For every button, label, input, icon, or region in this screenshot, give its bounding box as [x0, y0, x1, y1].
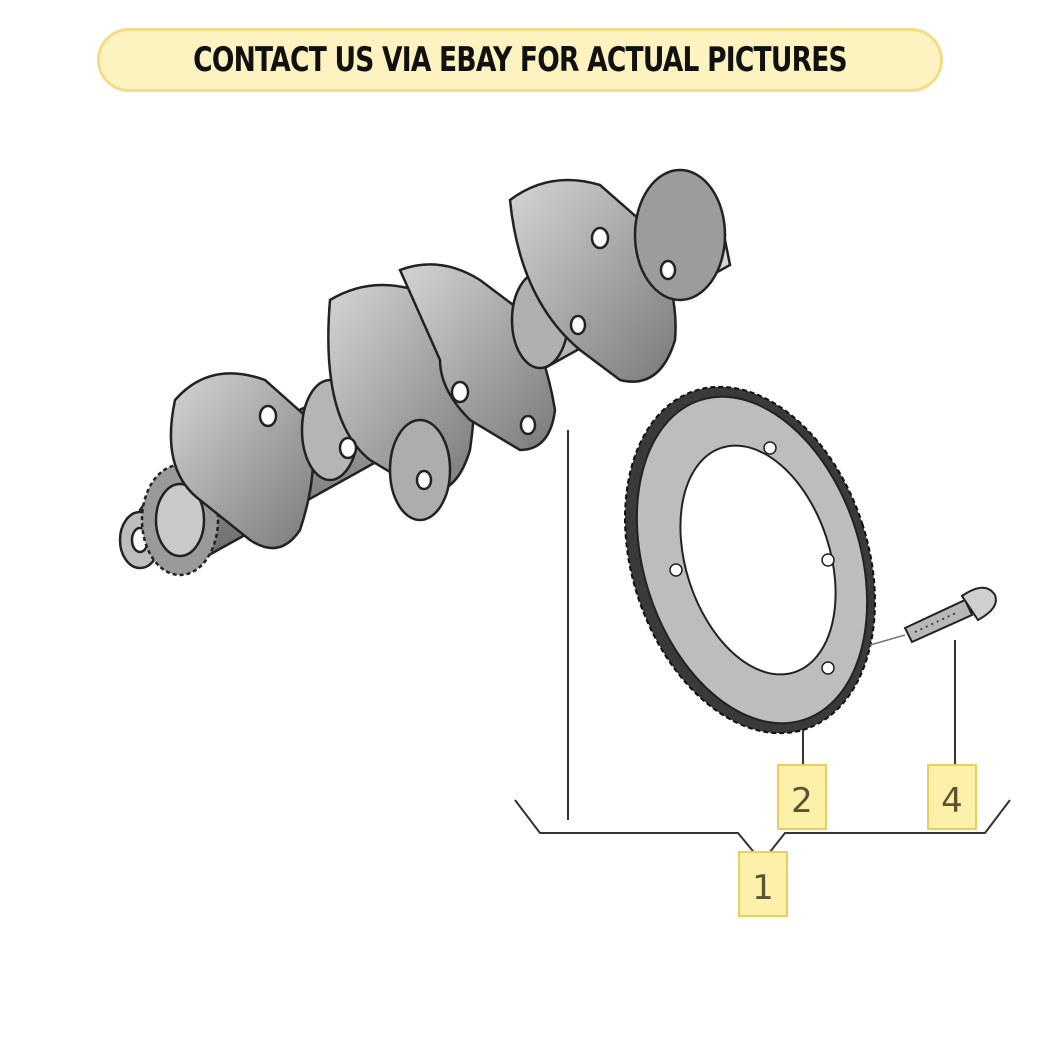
callout-2: 2	[777, 764, 827, 830]
bolt-icon	[869, 586, 997, 646]
ring-gear-icon	[624, 385, 876, 735]
banner-text: CONTACT US VIA EBAY FOR ACTUAL PICTURES	[193, 40, 847, 80]
svg-text:4: 4	[941, 781, 963, 821]
svg-text:1: 1	[752, 868, 774, 908]
svg-text:2: 2	[791, 781, 813, 821]
crankshaft-icon	[118, 168, 732, 577]
callout-1: 1	[738, 851, 788, 917]
contact-banner: CONTACT US VIA EBAY FOR ACTUAL PICTURES	[97, 28, 943, 92]
leader-lines	[514, 430, 1011, 863]
callout-4: 4	[927, 764, 977, 830]
